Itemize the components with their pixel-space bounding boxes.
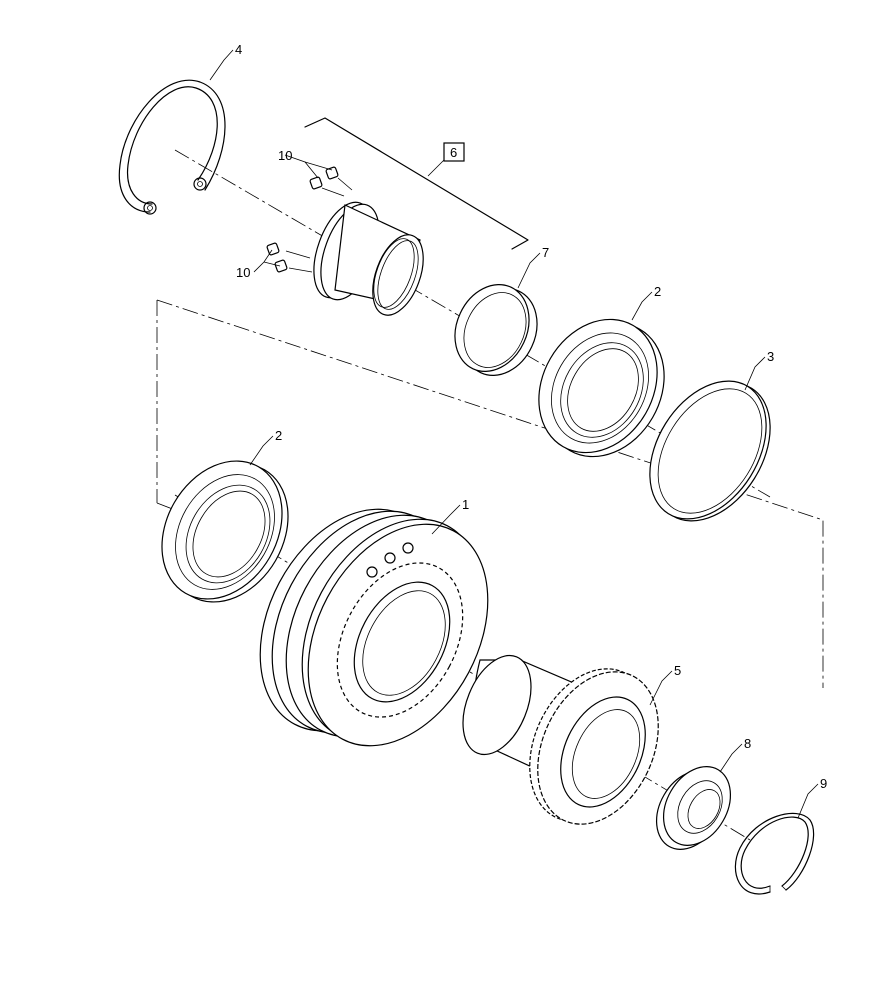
callout-7: 7 <box>542 245 549 260</box>
callout-6: 6 <box>450 145 457 160</box>
callout-10-upper: 10 <box>278 148 292 163</box>
callout-10-lower: 10 <box>236 265 250 280</box>
part-6-bracket <box>304 117 529 250</box>
part-1-drum <box>259 508 489 747</box>
part-3-ring <box>649 380 771 522</box>
part-7-ring <box>454 284 538 376</box>
callout-9: 9 <box>820 776 827 791</box>
callout-labels: 4 6 10 10 7 2 3 2 1 5 8 9 <box>235 42 827 791</box>
part-8-seal <box>655 766 732 850</box>
callout-8: 8 <box>744 736 751 751</box>
callout-5: 5 <box>674 663 681 678</box>
part-2-bearing-upper <box>538 318 665 458</box>
part-2-bearing-lower <box>161 460 289 603</box>
part-6-callout-box <box>443 142 465 162</box>
callout-4: 4 <box>235 42 242 57</box>
callout-leaders <box>209 49 819 819</box>
callout-1: 1 <box>462 497 469 512</box>
part-10-set-screws-lower <box>266 242 313 273</box>
callout-2-lower: 2 <box>275 428 282 443</box>
callout-3: 3 <box>767 349 774 364</box>
part-10-set-screws-upper <box>309 166 353 197</box>
callout-2-upper: 2 <box>654 284 661 299</box>
part-9-snap-ring <box>734 812 815 895</box>
part-6-sleeve <box>313 201 424 316</box>
part-5-splined-hub <box>462 654 659 825</box>
part-4-snap-ring <box>118 79 226 215</box>
